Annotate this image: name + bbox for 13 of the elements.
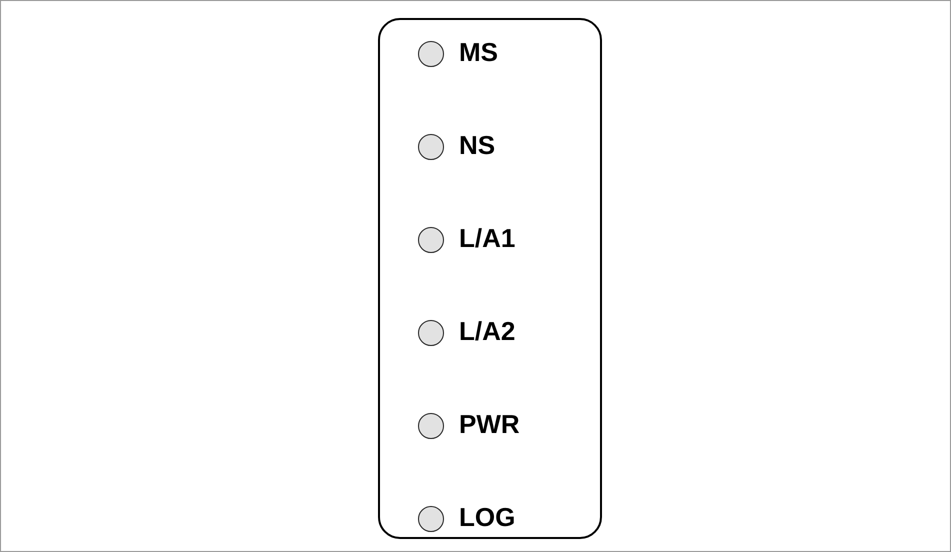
- indicator-label: PWR: [459, 409, 520, 439]
- indicator-label: L/A1: [459, 223, 516, 253]
- indicator-light: [418, 134, 444, 160]
- indicator-label: LOG: [459, 502, 516, 532]
- indicator-light: [418, 320, 444, 346]
- indicator-label: NS: [459, 130, 496, 160]
- indicator-label: L/A2: [459, 316, 516, 346]
- indicator-light: [418, 413, 444, 439]
- indicator-light: [418, 506, 444, 532]
- indicator-light: [418, 227, 444, 253]
- indicator-light: [418, 41, 444, 67]
- panel-outline: [378, 18, 602, 539]
- indicator-label: MS: [459, 37, 498, 67]
